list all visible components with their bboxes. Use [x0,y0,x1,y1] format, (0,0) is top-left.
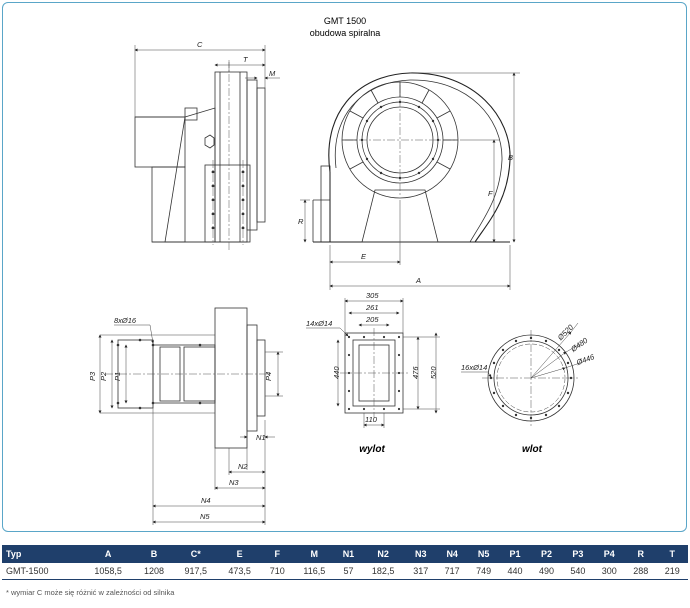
footnote: * wymiar C może się różnić w zależności … [6,588,175,597]
front-view: R E A F B [298,72,520,290]
dim-p4-label: P4 [264,372,273,381]
table-cell: 1058,5 [82,563,135,580]
col-header: C* [173,545,218,563]
top-view: 8xØ16 P1 P2 P3 P4 N1 N2 N3 N4 N5 [88,307,283,525]
dim-n1-label: N1 [256,433,266,442]
table-cell: 219 [656,563,688,580]
table-cell: 540 [562,563,594,580]
col-header: F [261,545,293,563]
dim-outlet-261: 261 [365,303,379,312]
inlet-view: Ø520 Ø480 Ø446 16xØ14 wlot [461,322,596,455]
drawing-frame [2,2,687,532]
dim-p2-label: P2 [99,371,108,381]
dim-outlet-205: 205 [365,315,379,324]
table-cell: GMT-1500 [2,563,83,580]
dim-e-label: E [361,252,367,261]
table-cell: 57 [335,563,362,580]
dim-p3-label: P3 [88,371,97,381]
table-cell: 710 [261,563,293,580]
side-view: C T M [134,40,280,250]
dim-outlet-520: 520 [429,366,438,379]
dim-inlet-520: Ø520 [555,322,576,343]
drawing-subtitle: obudowa spiralna [310,28,381,38]
col-header: R [625,545,657,563]
col-header: A [82,545,135,563]
dim-outlet-110: 110 [365,415,378,424]
col-header: N1 [335,545,362,563]
dim-m-label: M [269,69,276,78]
dim-outlet-476: 476 [411,366,420,379]
table-cell: 440 [499,563,531,580]
dim-outlet-440: 440 [332,366,341,379]
col-header: E [217,545,262,563]
dim-n2-label: N2 [238,462,248,471]
col-header: P2 [530,545,563,563]
dim-holes-side: 8xØ16 [114,316,137,325]
dim-outlet-305: 305 [366,291,379,300]
dim-holes-inlet: 16xØ14 [461,363,487,372]
label-wylot: wylot [359,444,385,455]
col-header: N3 [405,545,437,563]
table-cell: 182,5 [361,563,406,580]
col-header: T [656,545,688,563]
dim-b-label: B [508,153,513,162]
label-wlot: wlot [522,444,543,455]
dim-a-label: A [415,276,421,285]
dim-n4-label: N4 [201,496,211,505]
col-header: M [292,545,336,563]
col-header: Typ [2,545,83,563]
col-header: B [134,545,174,563]
col-header: N5 [467,545,500,563]
col-header: P3 [562,545,594,563]
col-header: N4 [436,545,468,563]
technical-drawing: GMT 1500 obudowa spiralna C [88,16,596,525]
table-cell: 1208 [134,563,174,580]
table-row: GMT-1500 1058,5 1208 917,5 473,5 710 116… [2,563,688,580]
table-cell: 300 [593,563,626,580]
drawing-title: GMT 1500 [324,16,366,26]
dim-holes-outlet: 14xØ14 [306,319,332,328]
table-cell: 490 [530,563,563,580]
table-cell: 288 [625,563,657,580]
dim-n5-label: N5 [200,512,210,521]
col-header: P1 [499,545,531,563]
spec-table: Typ A B C* E F M N1 N2 N3 N4 N5 P1 P2 P3… [2,545,688,580]
table-cell: 116,5 [292,563,336,580]
table-cell: 717 [436,563,468,580]
table-cell: 473,5 [217,563,262,580]
col-header: P4 [593,545,626,563]
dim-r-label: R [298,217,304,226]
table-cell: 917,5 [173,563,218,580]
dim-n3-label: N3 [229,478,239,487]
dim-inlet-480: Ø480 [568,335,590,354]
spec-table-header-row: Typ A B C* E F M N1 N2 N3 N4 N5 P1 P2 P3… [2,545,688,563]
col-header: N2 [361,545,406,563]
dim-t-label: T [243,55,249,64]
dim-f-label: F [488,189,493,198]
table-cell: 317 [405,563,437,580]
dim-inlet-446: Ø446 [574,352,596,367]
dim-p1-label: P1 [113,372,122,381]
dim-c-label: C [197,40,203,49]
outlet-view: 14xØ14 305 261 205 440 476 520 110 wylot [306,291,440,455]
table-cell: 749 [467,563,500,580]
